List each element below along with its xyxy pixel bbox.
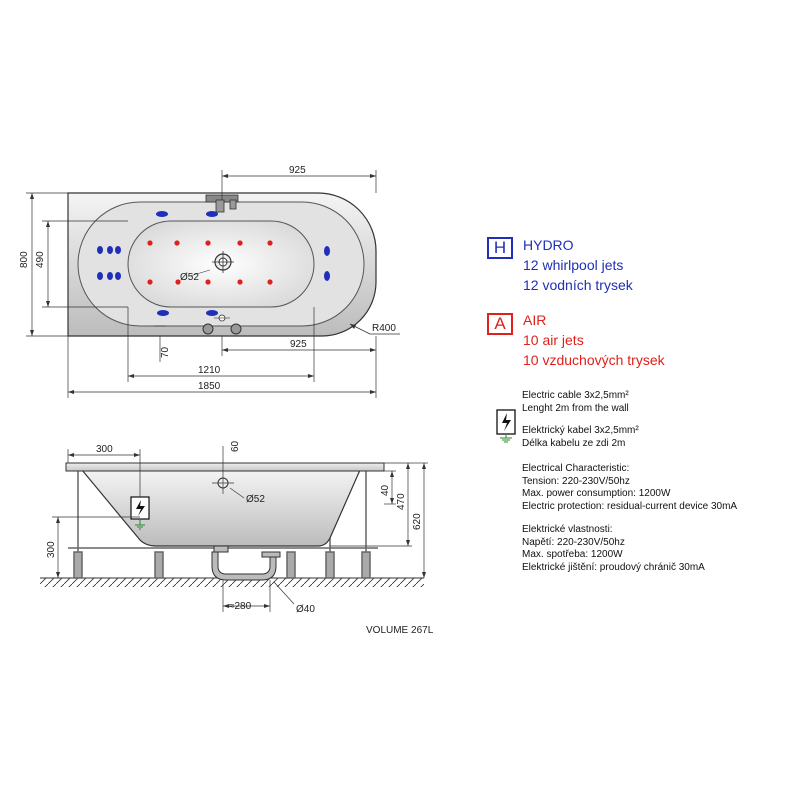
cable-line: Electric cable 3x2,5mm²	[522, 390, 629, 401]
dim-r400: R400	[372, 323, 396, 334]
cable-line: Lenght 2m from the wall	[522, 402, 629, 414]
air-jet	[147, 279, 153, 285]
top-view: 925 800 490 Ø52 R400 70 925 1210 1850	[19, 165, 400, 398]
dim-70: 70	[160, 346, 171, 358]
hydro-jet	[97, 272, 103, 280]
air-jet	[175, 279, 181, 285]
cable-line: Elektrický kabel 3x2,5mm²	[522, 425, 639, 436]
dim-1210: 1210	[198, 365, 221, 376]
air-legend-box: A	[487, 313, 513, 335]
air-jet	[237, 240, 243, 246]
siphon-icon	[211, 545, 281, 581]
dim-490: 490	[35, 251, 46, 268]
hydro-jets-en: 12 whirlpool jets	[523, 257, 624, 273]
dim-470: 470	[396, 493, 407, 510]
spec-line: Max. power consumption: 1200W	[522, 488, 671, 500]
hydro-jet	[206, 211, 218, 217]
electric-characteristic-cz: Elektrické vlastnosti: Napětí: 220-230V/…	[522, 524, 705, 574]
hydro-jet	[324, 271, 330, 281]
overflow-knob-icon	[202, 323, 214, 335]
air-jet	[205, 240, 211, 246]
hydro-jet	[157, 310, 169, 316]
air-jet	[205, 279, 211, 285]
side-view: 300 60 Ø52 40 470 620 300 ≈280 Ø40 VOLUM…	[40, 440, 434, 636]
hydro-jets	[97, 211, 330, 316]
air-jets-en: 10 air jets	[523, 332, 584, 348]
hydro-jet	[324, 246, 330, 256]
electric-characteristic-en: Electrical Characteristic: Tension: 220-…	[522, 463, 737, 513]
spec-line: Elektrické jištění: proudový chránič 30m…	[522, 561, 705, 573]
tub-rim	[65, 462, 385, 472]
hydro-legend-text: HYDRO 12 whirlpool jets 12 vodních tryse…	[523, 235, 633, 295]
dim-925-bottom: 925	[290, 339, 307, 350]
hydro-jets-cz: 12 vodních trysek	[523, 277, 633, 293]
electric-cable-cz: Elektrický kabel 3x2,5mm² Délka kabelu z…	[522, 425, 639, 450]
arrowheads-side	[56, 453, 426, 608]
cable-line: Délka kabelu ze zdi 2m	[522, 437, 626, 449]
air-jet	[174, 240, 180, 246]
air-jets-cz: 10 vzduchových trysek	[523, 352, 665, 368]
spec-line: Elektrické vlastnosti:	[522, 524, 613, 535]
dim-800: 800	[19, 251, 30, 268]
dim-drain-52-side: Ø52	[246, 494, 265, 505]
hydro-jet	[107, 272, 113, 280]
arrowheads-top	[30, 174, 376, 394]
hydro-legend-box: H	[487, 237, 513, 259]
dim-drain-52-top: Ø52	[180, 272, 199, 283]
dim-300-top: 300	[96, 444, 113, 455]
air-legend-text: AIR 10 air jets 10 vzduchových trysek	[523, 310, 665, 370]
spec-line: Tension: 220-230V/50hz	[522, 475, 630, 487]
spec-line: Electrical Characteristic:	[522, 463, 630, 474]
overflow-knob-icon	[230, 323, 242, 335]
spec-line: Electric protection: residual-current de…	[522, 500, 738, 512]
hydro-title: HYDRO	[523, 237, 574, 253]
tub-body-side	[80, 469, 361, 547]
spec-line: Max. spotřeba: 1200W	[522, 549, 623, 561]
dim-280: ≈280	[229, 601, 252, 612]
electric-symbol-icon	[496, 409, 516, 443]
drain-icon	[212, 251, 234, 273]
dim-40: 40	[380, 484, 391, 496]
hydro-jet	[107, 246, 113, 254]
electric-cable-en: Electric cable 3x2,5mm² Lenght 2m from t…	[522, 390, 629, 415]
air-jet	[267, 240, 273, 246]
dim-925-top: 925	[289, 165, 306, 176]
dim-300-floor: 300	[46, 541, 57, 558]
dim-1850: 1850	[198, 381, 221, 392]
volume-label: VOLUME 267L	[366, 625, 434, 636]
dim-pipe-40: Ø40	[296, 604, 315, 615]
hydro-jet	[156, 211, 168, 217]
hydro-jet	[115, 272, 121, 280]
spec-line: Napětí: 220-230V/50hz	[522, 536, 625, 548]
air-jet	[267, 279, 273, 285]
dim-60: 60	[230, 440, 241, 452]
dim-620: 620	[412, 513, 423, 530]
floor-hatch	[40, 578, 424, 587]
air-title: AIR	[523, 312, 547, 328]
hydro-jet	[97, 246, 103, 254]
hydro-jet	[206, 310, 218, 316]
drain-side-icon	[212, 472, 245, 499]
air-jet	[147, 240, 153, 246]
air-jets	[147, 240, 273, 285]
hydro-jet	[115, 246, 121, 254]
air-jet	[237, 279, 243, 285]
